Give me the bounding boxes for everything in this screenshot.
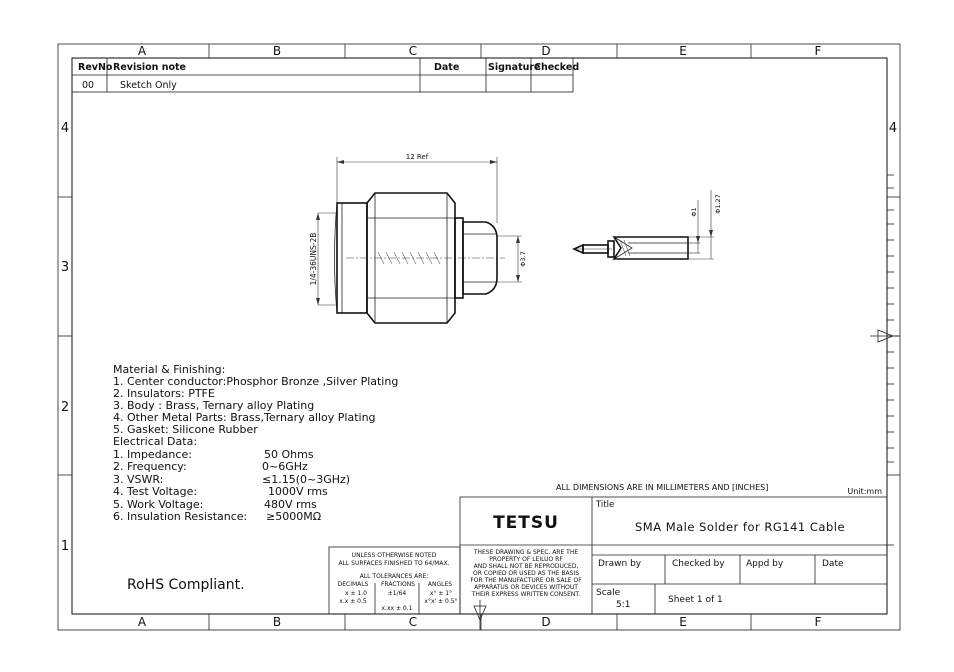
elec-label: 1. Impedance: bbox=[113, 448, 192, 461]
column-labels-bottom: A B C D E F bbox=[138, 615, 822, 629]
dim-thread-label: 1/4-36UNS-2B bbox=[309, 233, 318, 286]
notice-line: THESE DRAWING & SPEC. ARE THE bbox=[473, 549, 579, 556]
tol-dec2: x.x ± 0.5 bbox=[339, 598, 367, 605]
row-label: 4 bbox=[61, 121, 69, 136]
tol-dec1: x ± 1.0 bbox=[345, 590, 367, 597]
sheet-number: Sheet 1 of 1 bbox=[668, 595, 723, 605]
drawing-title: SMA Male Solder for RG141 Cable bbox=[635, 520, 845, 534]
column-dividers bbox=[208, 44, 752, 630]
rev-header-revno: RevNo bbox=[78, 62, 113, 73]
unit-label: Unit:mm bbox=[847, 487, 882, 496]
outer-border bbox=[57, 43, 901, 631]
dim-pin-dia-1-label: Φ1 bbox=[690, 207, 698, 216]
spec-line: 2. Insulators: PTFE bbox=[113, 387, 215, 400]
dim-length-label: 12 Ref bbox=[406, 153, 429, 161]
revision-table: RevNo Revision note Date Signature Check… bbox=[71, 57, 579, 93]
spec-line: Electrical Data: bbox=[113, 435, 197, 448]
col-label: F bbox=[815, 44, 822, 58]
elec-value: 50 Ohms bbox=[264, 448, 314, 461]
hex-nut bbox=[366, 192, 456, 324]
tol-head-angles: ANGLES bbox=[428, 581, 452, 588]
rev-header-date: Date bbox=[434, 62, 459, 73]
col-label: E bbox=[679, 615, 687, 629]
rev-header-checked: Checked bbox=[534, 62, 579, 73]
elec-label: 4. Test Voltage: bbox=[113, 485, 197, 498]
scale-value: 5:1 bbox=[616, 600, 630, 610]
spec-line: 4. Other Metal Parts: Brass,Ternary allo… bbox=[113, 411, 376, 424]
row-label-right: 4 bbox=[889, 121, 897, 136]
row-label: 3 bbox=[61, 260, 69, 275]
row-label: 1 bbox=[61, 539, 69, 554]
tolerance-box: UNLESS OTHERWISE NOTED ALL SURFACES FINI… bbox=[328, 546, 461, 615]
title-block: ALL DIMENSIONS ARE IN MILLIMETERS AND [I… bbox=[459, 483, 888, 615]
elec-value: 480V rms bbox=[264, 498, 317, 511]
spec-line: 1. Center conductor:Phosphor Bronze ,Sil… bbox=[113, 375, 398, 388]
elec-value: ≥5000MΩ bbox=[266, 510, 321, 523]
col-label: D bbox=[541, 44, 550, 58]
notice-line: APPARATUS OR DEVICES WITHOUT bbox=[474, 584, 578, 591]
tol-fraction: ±1/64 bbox=[388, 590, 407, 597]
elec-value: 1000V rms bbox=[268, 485, 328, 498]
connector-side-view: 12 Ref 1/4-36UNS-2B bbox=[309, 153, 527, 324]
date-label: Date bbox=[822, 559, 844, 569]
tol-dec3: x.xx ± 0.1 bbox=[382, 605, 413, 612]
spec-notes: Material & Finishing: 1. Center conducto… bbox=[113, 363, 398, 523]
spec-line: 3. Body : Brass, Ternary alloy Plating bbox=[113, 399, 314, 412]
row-label: 2 bbox=[61, 400, 69, 415]
col-label: B bbox=[273, 44, 281, 58]
col-label: A bbox=[138, 615, 147, 629]
dim-body-dia-label: Φ3.7 bbox=[519, 251, 527, 266]
row-labels-left: 4 3 2 1 bbox=[61, 121, 69, 554]
elec-label: 5. Work Voltage: bbox=[113, 498, 203, 511]
dimensions-note: ALL DIMENSIONS ARE IN MILLIMETERS AND [I… bbox=[556, 483, 768, 492]
elec-label: 2. Frequency: bbox=[113, 460, 187, 473]
col-label: C bbox=[409, 615, 417, 629]
center-pin-view: Φ1 Φ1.27 bbox=[572, 190, 722, 260]
col-label: A bbox=[138, 44, 147, 58]
spec-line: 5. Gasket: Silicone Rubber bbox=[113, 423, 258, 436]
tol-head-fractions: FRACTIONS bbox=[381, 581, 415, 588]
col-label: E bbox=[679, 44, 687, 58]
notice-line: AND SHALL NOT BE REPRODUCED, bbox=[474, 563, 579, 570]
col-label: F bbox=[815, 615, 822, 629]
column-labels-top: A B C D E F bbox=[138, 44, 822, 58]
right-ticks bbox=[887, 174, 894, 546]
title-label: Title bbox=[595, 500, 614, 510]
appd-by-label: Appd by bbox=[746, 559, 784, 569]
rev-row-note: Sketch Only bbox=[120, 80, 177, 91]
tol-line1: UNLESS OTHERWISE NOTED bbox=[352, 552, 437, 559]
notice-text: THESE DRAWING & SPEC. ARE THE PROPERTY O… bbox=[470, 549, 582, 598]
rev-row-revno: 00 bbox=[82, 80, 94, 91]
company-logo-text: TETSU bbox=[493, 513, 559, 533]
col-label: B bbox=[273, 615, 281, 629]
notice-line: FOR THE MANUFACTURE OR SALE OF bbox=[470, 577, 582, 584]
col-label: C bbox=[409, 44, 417, 58]
elec-label: 6. Insulation Resistance: bbox=[113, 510, 247, 523]
checked-by-label: Checked by bbox=[672, 559, 725, 569]
spec-line: Material & Finishing: bbox=[113, 363, 225, 376]
notice-line: OR COPIED OR USED AS THE BASIS bbox=[473, 570, 579, 577]
tol-line2: ALL SURFACES FINISHED TO 64/MAX. bbox=[338, 560, 449, 567]
rohs-note: RoHS Compliant. bbox=[127, 577, 245, 593]
rev-header-note: Revision note bbox=[113, 62, 186, 73]
elec-value: ≤1.15(0~3GHz) bbox=[262, 473, 350, 486]
col-label: D bbox=[541, 615, 550, 629]
rev-header-signature: Signature bbox=[488, 62, 541, 73]
tol-ang1: x° ± 1° bbox=[430, 590, 452, 597]
drawn-by-label: Drawn by bbox=[598, 559, 642, 569]
dim-pin-dia-2-label: Φ1.27 bbox=[714, 194, 722, 214]
tol-head-decimals: DECIMALS bbox=[338, 581, 369, 588]
notice-line: THEIR EXPRESS WRITTEN CONSENT. bbox=[471, 591, 581, 598]
elec-value: 0~6GHz bbox=[262, 460, 308, 473]
solder-ferrule bbox=[462, 221, 498, 295]
elec-label: 3. VSWR: bbox=[113, 473, 163, 486]
tol-ang2: x°x' ± 0.5° bbox=[424, 598, 457, 605]
notice-line: PROPERTY OF LEILUO RF bbox=[489, 556, 563, 563]
scale-label: Scale bbox=[596, 588, 621, 598]
tol-line3: ALL TOLERANCES ARE: bbox=[360, 573, 429, 580]
